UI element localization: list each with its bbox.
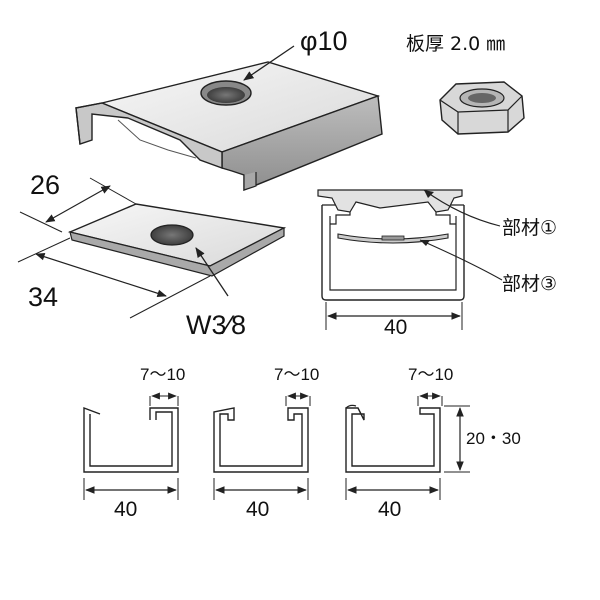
dim-34-label: 34 [28,282,58,312]
profile-1-width-label: 40 [114,498,137,521]
thickness-label: 板厚 2.0 ㎜ [406,33,505,55]
profile-height-label: 20・30 [466,429,521,448]
profile-1-lip-label: 7～10 [140,365,185,384]
bolt-size-label: W3⁄8 [186,310,246,340]
profile-3-width-label: 40 [378,498,401,521]
channel-profile-1 [83,406,179,473]
profile-3-width-dimension: 40 [345,478,441,521]
hex-nut-icon [439,81,525,135]
channel-profile-2 [213,407,309,473]
part-3-label: 部材③ [502,273,557,295]
profile-3-lip-label: 7～10 [408,365,453,384]
assembly-width-label: 40 [384,316,407,339]
part-3-callout: 部材③ [419,239,557,295]
dimension-34: 34 [17,237,211,319]
channel-assembly-section [317,189,465,301]
hole-diameter-label: φ10 [300,26,348,56]
profile-2-width-dimension: 40 [213,478,309,521]
assembly-width-dimension: 40 [325,302,463,339]
profile-2-lip-dimension: 7～10 [274,365,319,406]
channel-profile-3 [345,404,441,473]
dim-26-label: 26 [30,170,60,200]
profile-1-lip-dimension: 7～10 [140,365,185,406]
washer-plate-illustration [67,203,287,277]
clamp-part-illustration [75,61,383,192]
profile-3-lip-dimension: 7～10 [408,365,453,406]
dimension-26: 26 [19,170,137,233]
profile-1-width-dimension: 40 [83,478,179,521]
profile-2-lip-label: 7～10 [274,365,319,384]
profile-2-width-label: 40 [246,498,269,521]
part-1-callout: 部材① [423,189,557,239]
bolt-size-callout: W3⁄8 [186,247,246,340]
part-1-label: 部材① [502,217,557,239]
profile-height-dimension: 20・30 [444,405,521,473]
hole-diameter-callout: φ10 [243,26,348,81]
